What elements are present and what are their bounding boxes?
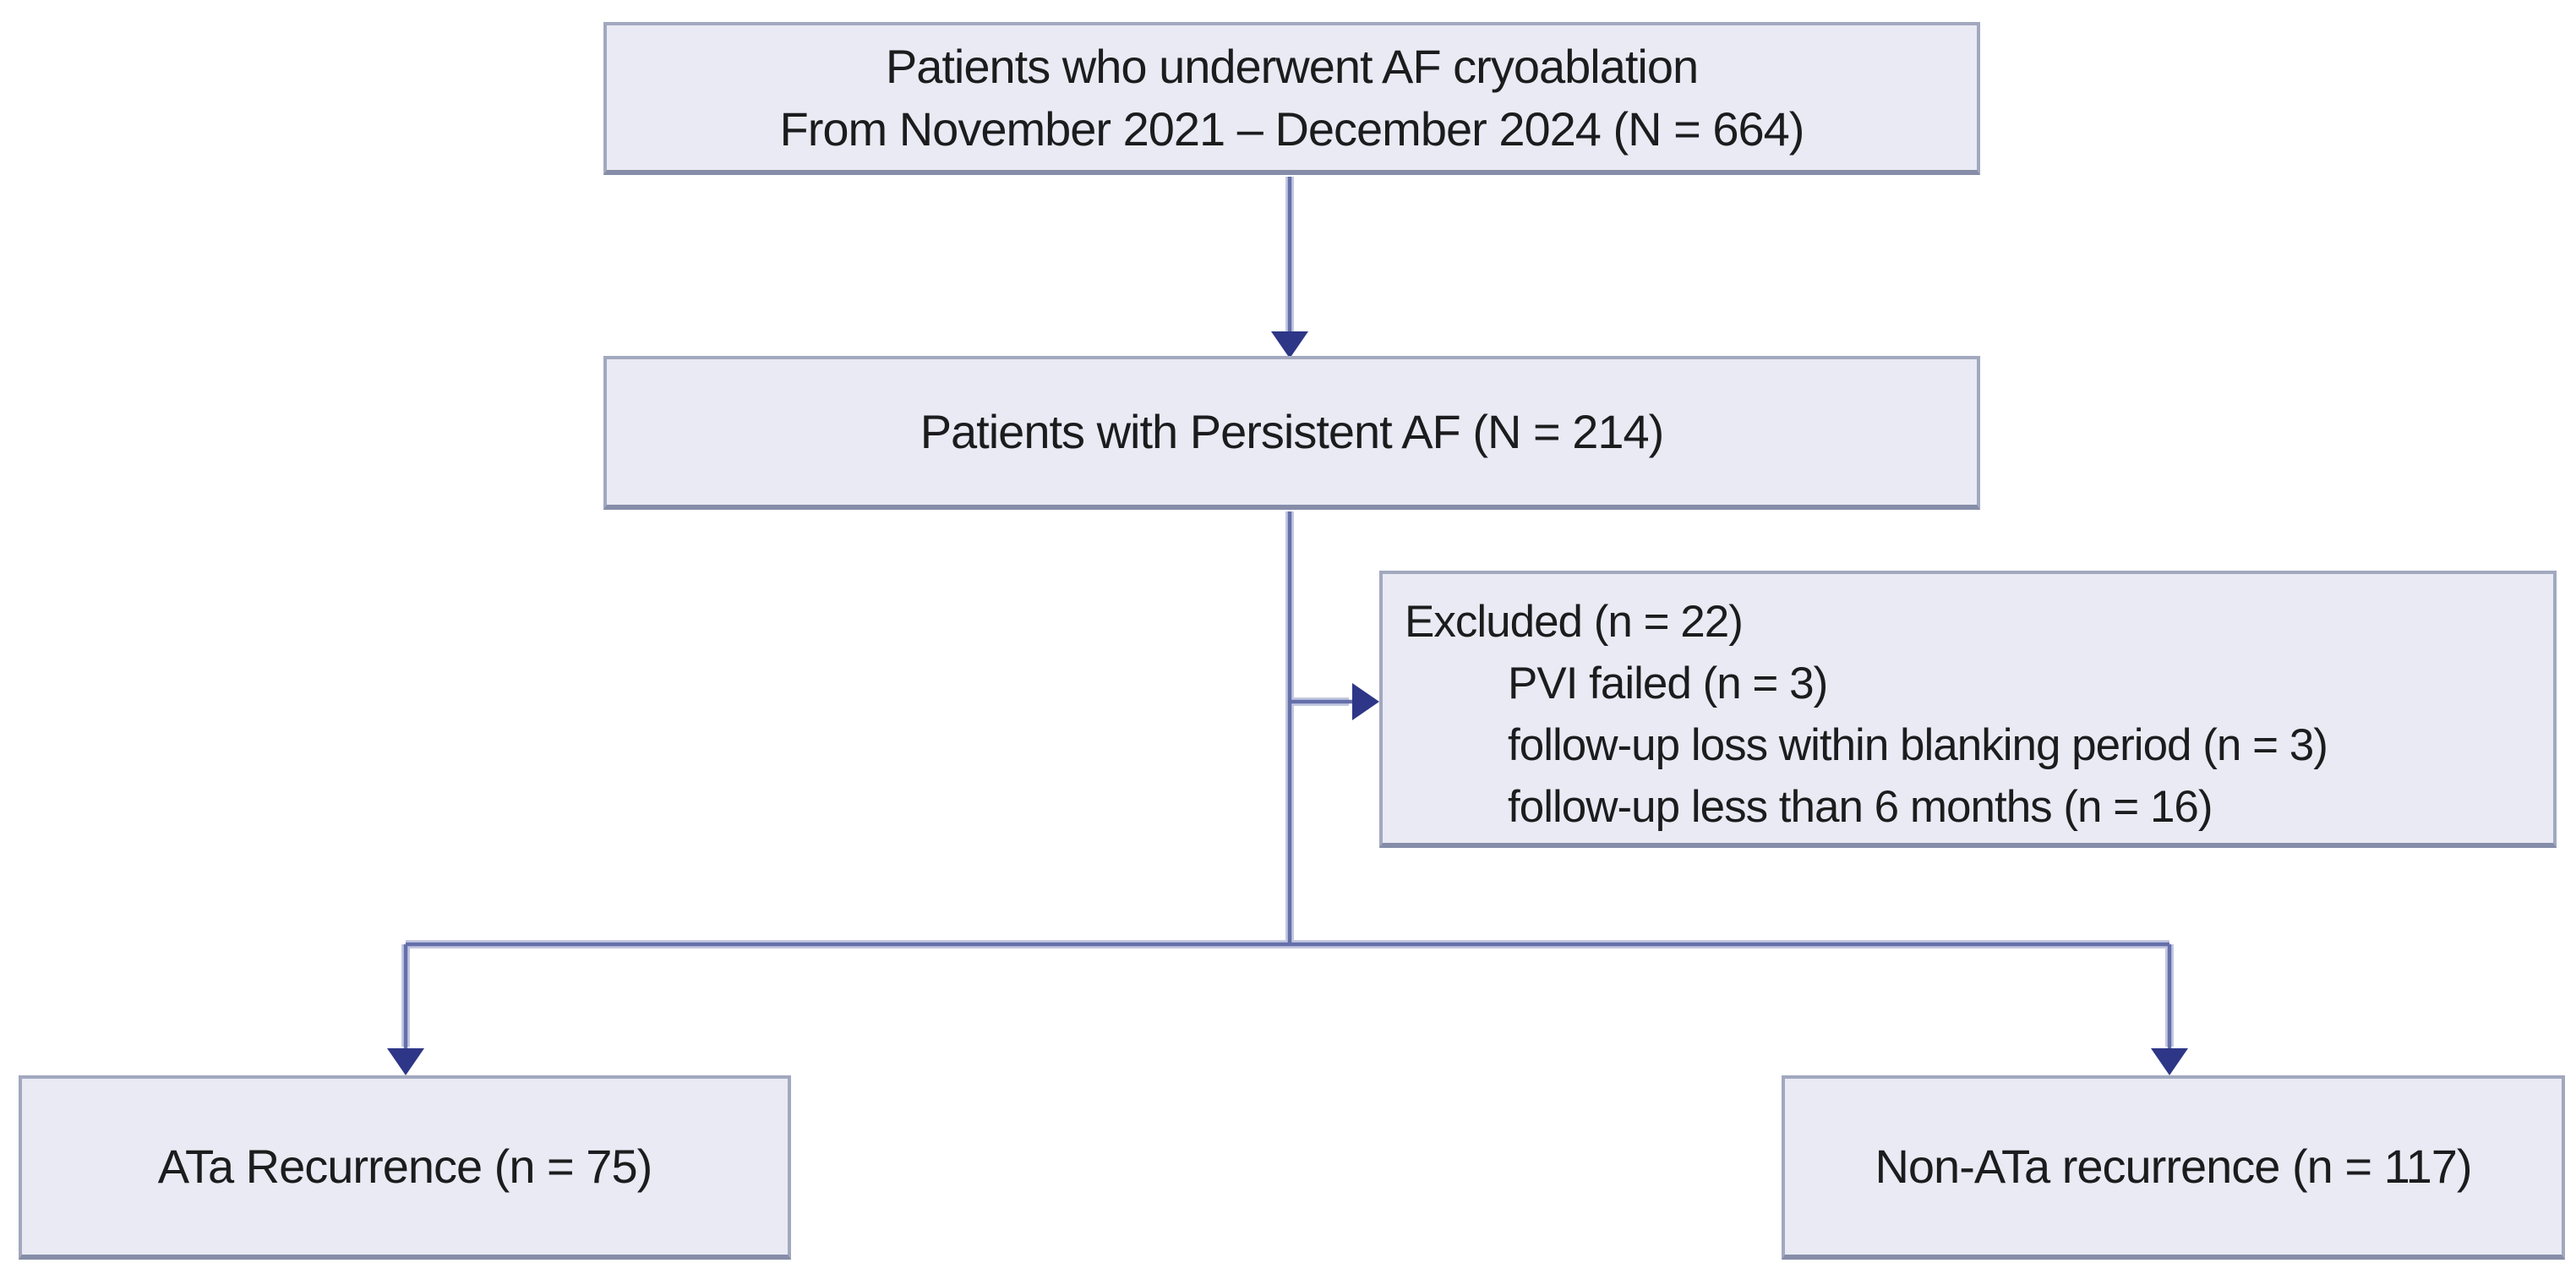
box-text-line: Patients with Persistent AF (N = 214) [920,405,1665,458]
box-text-line: ATa Recurrence (n = 75) [157,1140,652,1193]
flow-box-excluded: Excluded (n = 22) PVI failed (n = 3) fol… [1379,571,2557,848]
arrowhead-down-persistent-box-icon [1271,331,1308,358]
box-text-line: follow-up loss within blanking period (n… [1508,720,2328,770]
box-text-line: Non-ATa recurrence (n = 117) [1875,1140,2472,1193]
box-text-line: PVI failed (n = 3) [1508,659,1828,708]
flow-box-cryoablation-cohort: Patients who underwent AF cryoablation F… [603,22,1980,175]
box-text-line: From November 2021 – December 2024 (N = … [779,101,1805,156]
box-text-line: Excluded (n = 22) [1405,597,1744,647]
arrowhead-down-nonata-box-icon [2151,1048,2188,1075]
box-text-line: Patients who underwent AF cryoablation [885,39,1699,93]
flow-box-persistent-af: Patients with Persistent AF (N = 214) [603,356,1980,510]
flow-box-non-ata-recurrence: Non-ATa recurrence (n = 117) [1782,1075,2565,1260]
flow-box-ata-recurrence: ATa Recurrence (n = 75) [19,1075,791,1260]
arrowhead-right-excluded-box-icon [1352,683,1379,720]
arrowhead-down-ata-box-icon [387,1048,424,1075]
box-text-line: follow-up less than 6 months (n = 16) [1508,782,2213,832]
